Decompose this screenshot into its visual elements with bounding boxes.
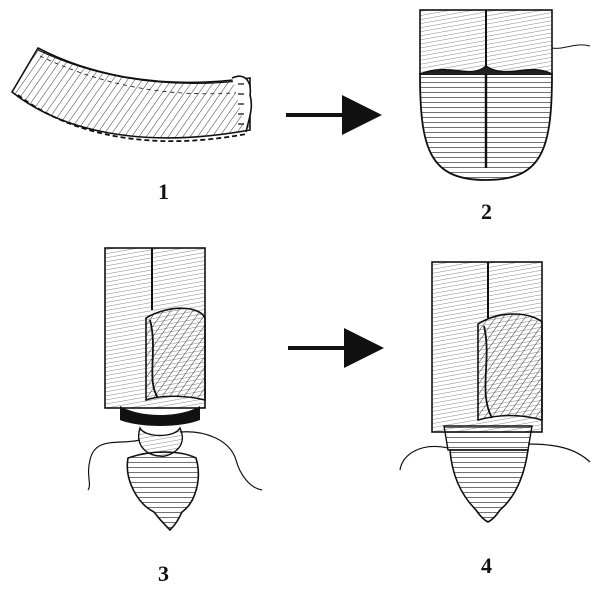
step-4-illustration bbox=[400, 262, 590, 522]
step-label-1: 1 bbox=[158, 181, 169, 203]
step-3-illustration bbox=[88, 248, 262, 530]
step-label-3: 3 bbox=[158, 563, 169, 585]
step-1-illustration bbox=[12, 48, 251, 141]
step-label-2: 2 bbox=[481, 201, 492, 223]
step-label-4: 4 bbox=[481, 555, 492, 577]
step-2-illustration bbox=[420, 10, 590, 180]
